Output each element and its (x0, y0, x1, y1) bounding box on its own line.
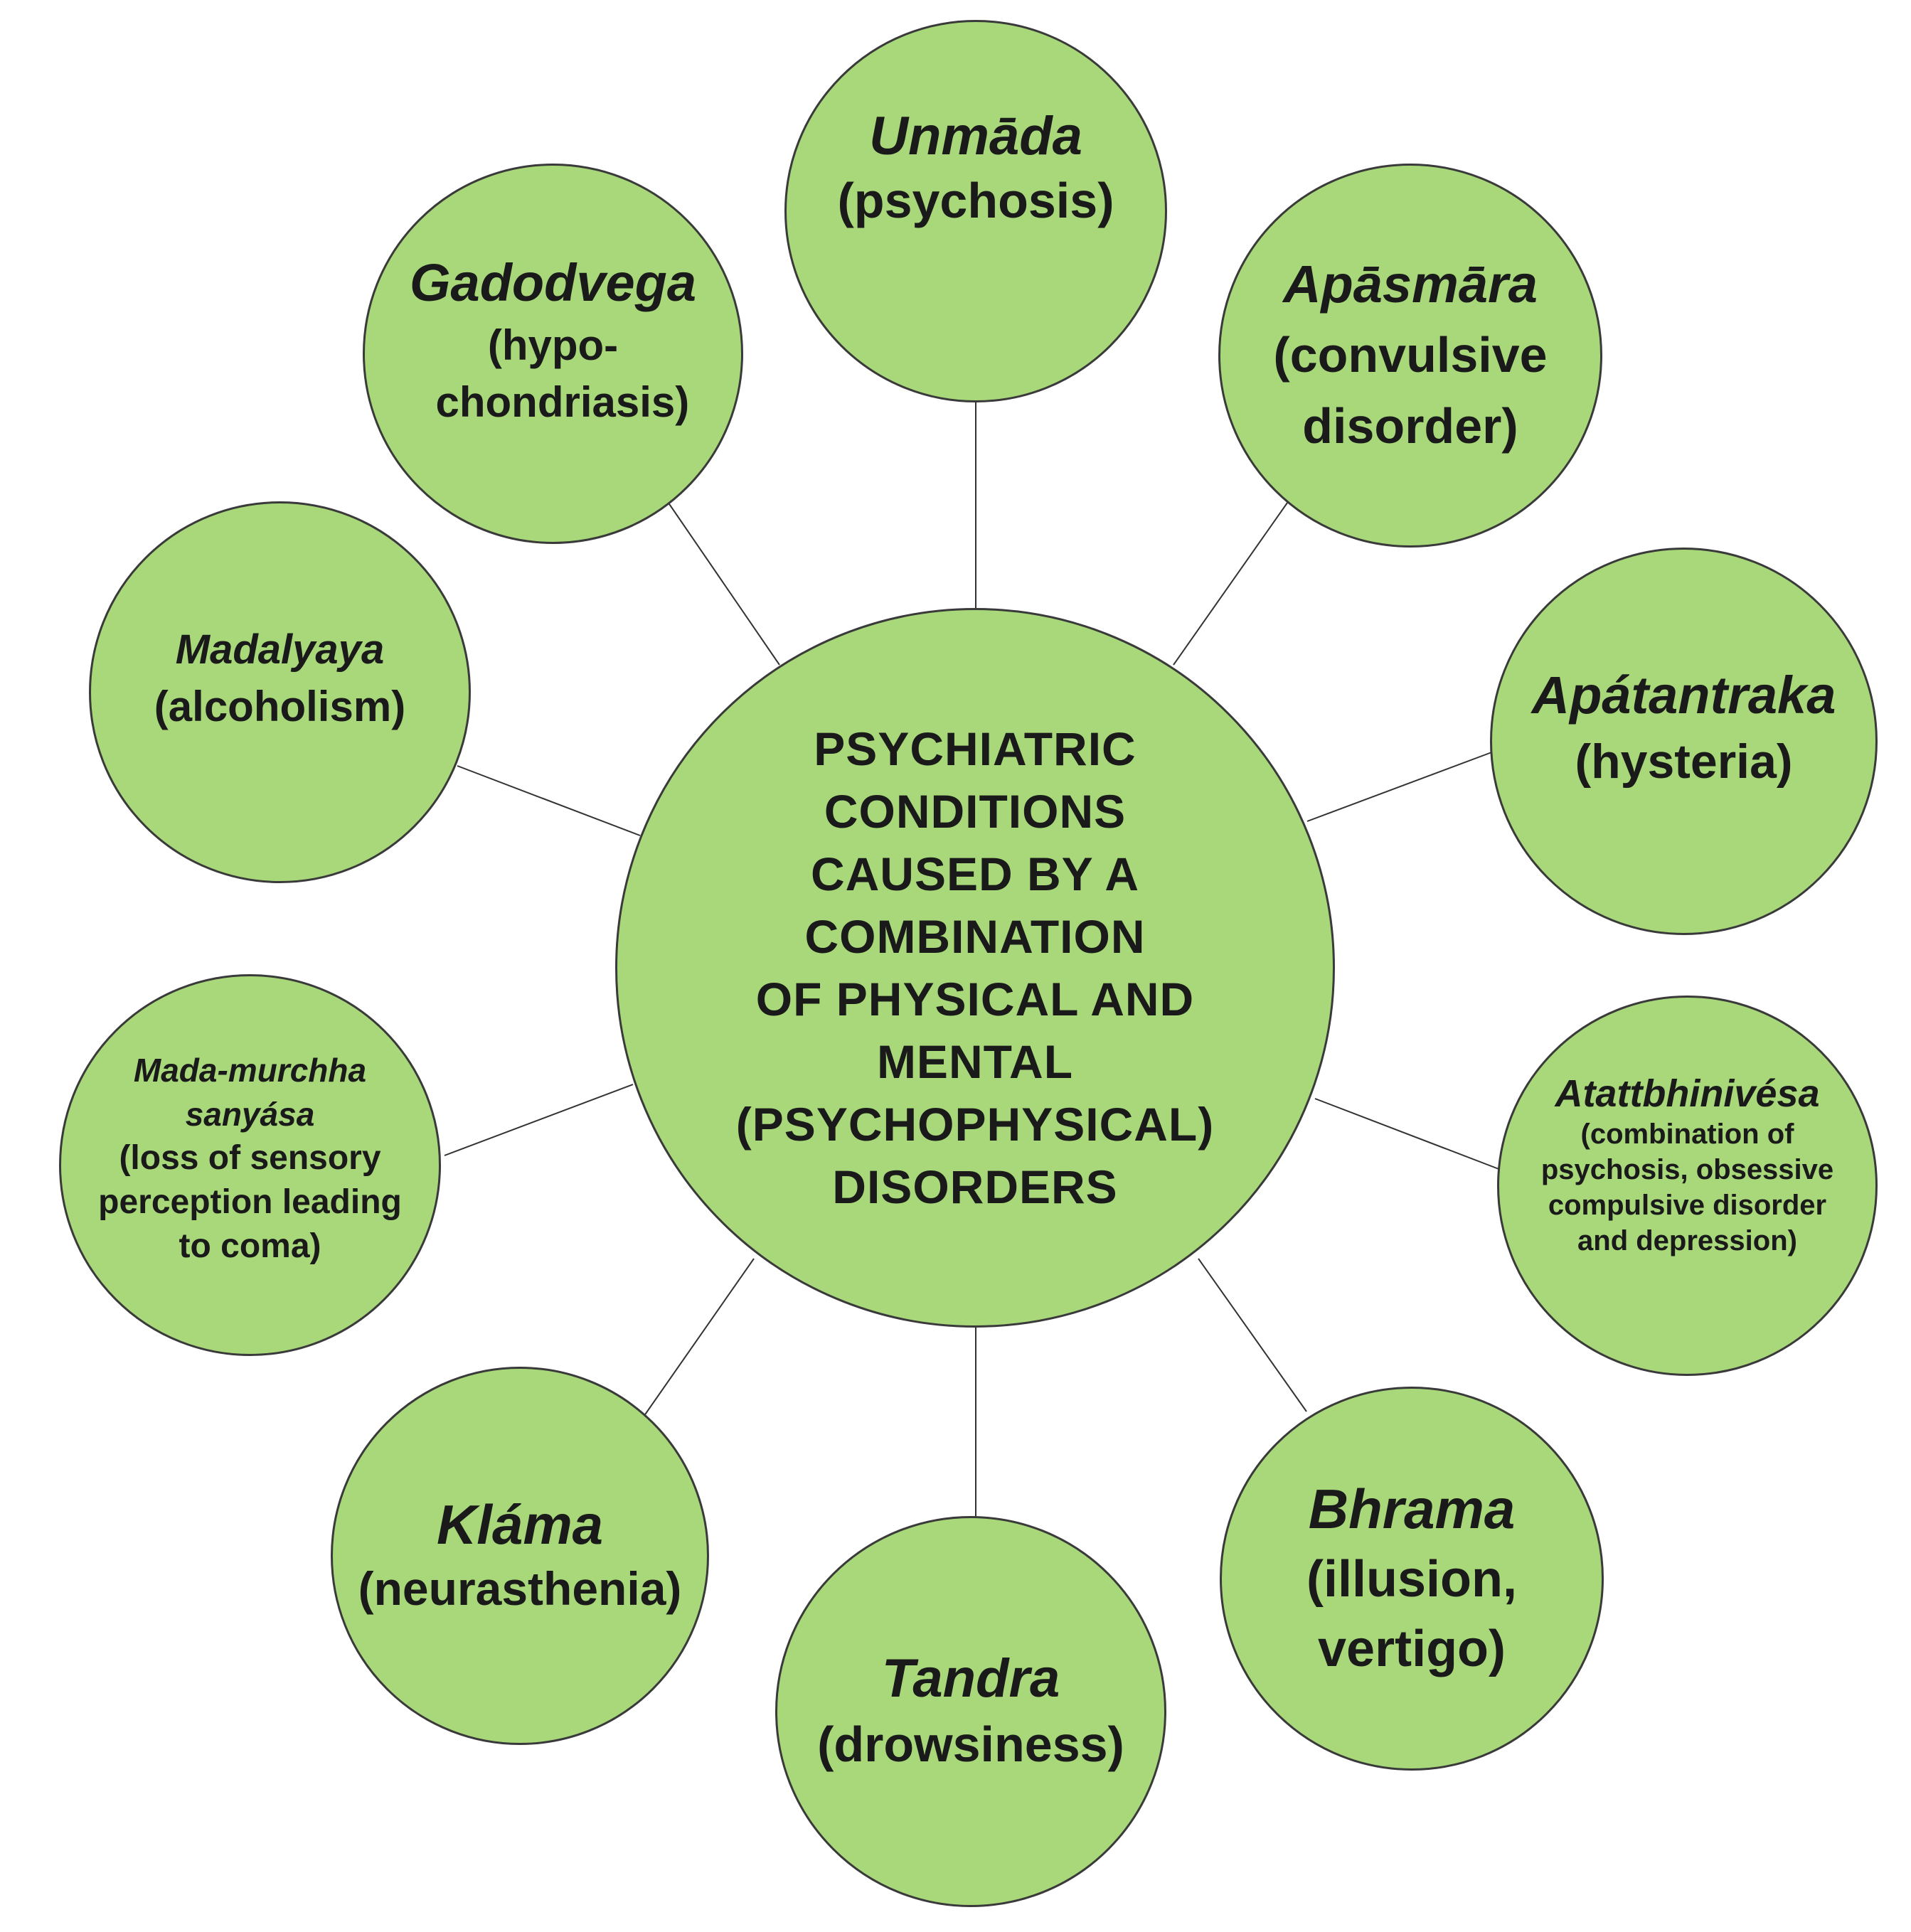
connector-apatantraka (1306, 751, 1494, 822)
connector-apasmara (1173, 497, 1292, 666)
desc-gadodvega: (hypo-chondriasis) (435, 321, 690, 426)
term-unmada: Unmāda (869, 106, 1082, 166)
desc-madalyaya: (alcoholism) (154, 682, 406, 730)
term-mada-murchha: Mada-murchha sanyása (133, 1051, 367, 1133)
connector-atattbhinivesa (1314, 1098, 1501, 1170)
node-madalyaya: Madalyaya (alcoholism) (89, 501, 471, 883)
connector-bhrama (1198, 1258, 1307, 1412)
node-klama: Kláma (neurasthenia) (331, 1367, 709, 1745)
desc-mada-murchha: (loss of sensory perception leading to c… (98, 1138, 402, 1265)
connector-madalyaya (457, 765, 641, 836)
desc-unmada: (psychosis) (837, 173, 1114, 228)
term-apatantraka: Apátantraka (1531, 665, 1836, 725)
term-madalyaya: Madalyaya (175, 626, 385, 673)
term-tandra: Tandra (881, 1648, 1060, 1709)
term-bhrama: Bhrama (1308, 1478, 1516, 1540)
term-atattbhinivesa: Atattbhinivésa (1555, 1072, 1820, 1115)
term-apasmara: Apāsmāra (1283, 255, 1538, 314)
center-node: PSYCHIATRIC CONDITIONS CAUSED BY A COMBI… (615, 608, 1335, 1328)
node-unmada: Unmāda (psychosis) (784, 20, 1167, 402)
desc-bhrama: (illusion, vertigo) (1306, 1551, 1517, 1677)
connector-mada-murchha (444, 1084, 634, 1156)
node-mada-murchha: Mada-murchha sanyása (loss of sensory pe… (59, 974, 441, 1356)
desc-klama: (neurasthenia) (358, 1562, 682, 1615)
connector-klama (642, 1258, 755, 1419)
desc-atattbhinivesa: (combination of psychosis, obsessive com… (1540, 1118, 1834, 1256)
node-gadodvega: Gadodvega (hypo-chondriasis) (363, 164, 743, 544)
desc-apasmara: (convulsive disorder) (1273, 327, 1548, 454)
node-atattbhinivesa: Atattbhinivésa (combination of psychosis… (1497, 996, 1878, 1376)
node-apasmara: Apāsmāra (convulsive disorder) (1218, 164, 1602, 548)
term-klama: Kláma (436, 1493, 604, 1556)
node-tandra: Tandra (drowsiness) (775, 1516, 1166, 1907)
node-bhrama: Bhrama (illusion, vertigo) (1220, 1387, 1604, 1771)
desc-tandra: (drowsiness) (817, 1717, 1124, 1772)
connector-gadodvega (664, 497, 780, 666)
desc-apatantraka: (hysteria) (1575, 734, 1793, 789)
center-title: PSYCHIATRIC CONDITIONS CAUSED BY A COMBI… (735, 722, 1215, 1213)
node-apatantraka: Apátantraka (hysteria) (1490, 548, 1878, 935)
term-gadodvega: Gadodvega (410, 252, 696, 312)
